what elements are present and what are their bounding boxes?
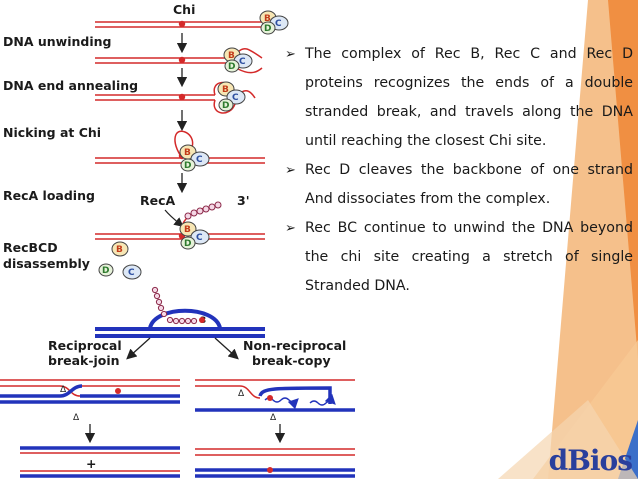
- recbcd-label: RecBCD: [3, 240, 58, 255]
- svg-text:Δ: Δ: [60, 385, 67, 395]
- svg-text:D: D: [228, 62, 235, 72]
- dsdna-step-3: [95, 81, 256, 114]
- chi-label: Chi: [173, 2, 195, 17]
- svg-text:D: D: [184, 239, 191, 249]
- break-join-label: break-join: [48, 353, 120, 368]
- break-copy-result: [195, 448, 355, 478]
- svg-text:B: B: [184, 225, 191, 235]
- non-reciprocal-label: Non-reciprocal: [243, 338, 346, 353]
- bullet-list: ➢ The complex of Rec B, Rec C and Rec D …: [283, 40, 633, 301]
- dna-end-annealing-label: DNA end annealing: [3, 78, 138, 93]
- dna-unwinding-label: DNA unwinding: [3, 34, 111, 49]
- svg-text:C: C: [128, 268, 135, 278]
- dbios-logo: dBios: [548, 444, 633, 477]
- reciprocal-label: Reciprocal: [48, 338, 122, 353]
- svg-text:Δ: Δ: [73, 413, 80, 423]
- svg-text:C: C: [239, 57, 246, 67]
- svg-text:D: D: [222, 101, 229, 111]
- dissociated-subunits: B D C: [98, 241, 142, 280]
- bullet-text: Rec BC continue to unwind the DNA beyond…: [305, 220, 633, 294]
- recbcd-complex-4: B C D: [179, 144, 210, 172]
- bullet-item: ➢ Rec D cleaves the backbone of one stra…: [283, 156, 633, 214]
- bullet-item: ➢ The complex of Rec B, Rec C and Rec D …: [283, 40, 633, 156]
- svg-text:D: D: [264, 24, 271, 34]
- svg-text:B: B: [228, 51, 235, 61]
- bullet-arrow-icon: ➢: [285, 221, 296, 236]
- break-copy-product: Δ Δ: [195, 379, 355, 423]
- chi-site-marker: [178, 20, 186, 28]
- recbcd-complex-3: B C D: [217, 81, 246, 112]
- reca-label: RecA: [140, 193, 176, 208]
- svg-text:D: D: [184, 161, 191, 171]
- bullet-text: The complex of Rec B, Rec C and Rec D pr…: [305, 46, 633, 149]
- svg-text:C: C: [232, 93, 239, 103]
- reca-loading-label: RecA loading: [3, 188, 95, 203]
- recbcd-complex-5: B C D: [179, 221, 210, 250]
- svg-text:B: B: [184, 148, 191, 158]
- break-join-result: +: [20, 446, 180, 478]
- disassembly-label: disassembly: [3, 256, 90, 271]
- dsdna-step-2: [95, 47, 263, 74]
- three-prime-label: 3': [237, 193, 250, 208]
- bullet-arrow-icon: ➢: [285, 163, 296, 178]
- svg-text:D: D: [102, 266, 109, 276]
- recbcd-complex-1: B C D: [259, 10, 289, 35]
- break-copy-label: break-copy: [252, 353, 331, 368]
- svg-text:B: B: [264, 14, 271, 24]
- bullet-item: ➢ Rec BC continue to unwind the DNA beyo…: [283, 214, 633, 301]
- reca-filament: [184, 201, 222, 220]
- svg-text:C: C: [196, 155, 203, 165]
- plus-sign: +: [86, 456, 96, 471]
- svg-text:B: B: [116, 245, 123, 255]
- svg-text:B: B: [222, 85, 229, 95]
- bullet-arrow-icon: ➢: [285, 47, 296, 62]
- corner-decoration: [498, 0, 638, 479]
- nicking-at-chi-label: Nicking at Chi: [3, 125, 101, 140]
- svg-text:C: C: [196, 233, 203, 243]
- svg-text:Δ: Δ: [238, 389, 245, 399]
- strand-invasion: 3: [95, 286, 265, 338]
- break-join-product: Δ Δ: [0, 379, 180, 423]
- recbcd-complex-2: B C D: [223, 47, 253, 73]
- bullet-text: Rec D cleaves the backbone of one strand…: [305, 162, 633, 207]
- svg-text:C: C: [275, 19, 282, 29]
- svg-text:Δ: Δ: [270, 413, 277, 423]
